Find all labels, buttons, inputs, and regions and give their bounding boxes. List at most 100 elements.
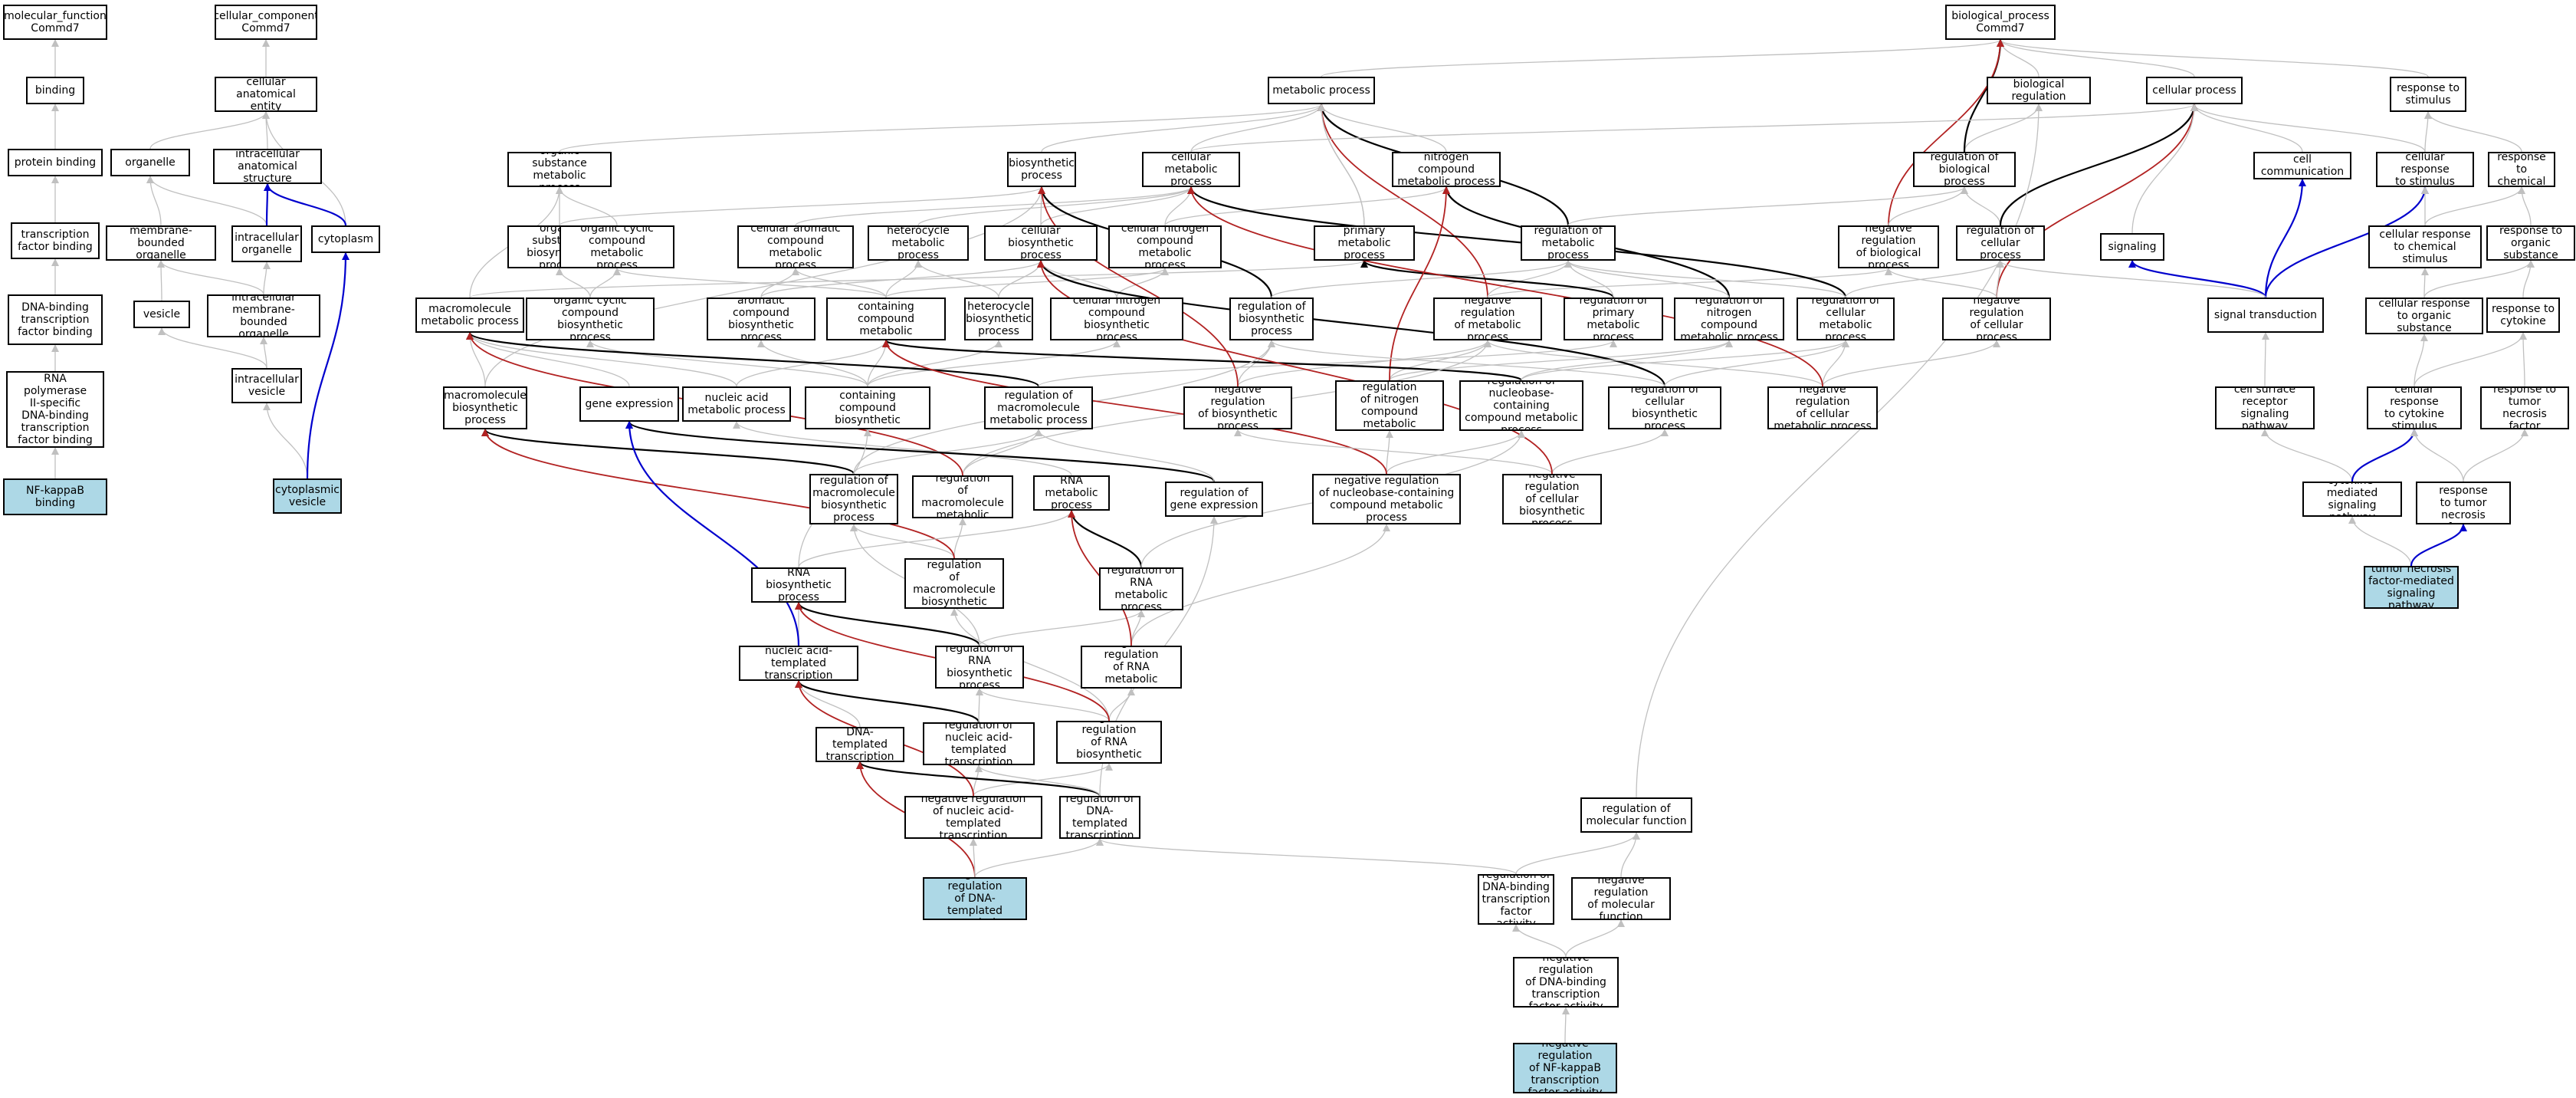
go-term-node: negative regulation of NF-kappaB transcr…	[1513, 1043, 1617, 1093]
go-term-node: response to cytokine	[2486, 298, 2560, 333]
relation-edge	[1187, 186, 1847, 298]
go-term-node: RNA polymerase II-specific DNA-binding t…	[6, 371, 104, 448]
relation-edge	[2463, 429, 2528, 482]
go-term-node: negative regulation of cellular process	[1942, 298, 2051, 340]
relation-edge	[798, 510, 1075, 568]
go-term-node: cellular nitrogen compound metabolic pro…	[1108, 225, 1222, 268]
go-term-node: cellular response to stimulus	[2376, 152, 2474, 187]
relation-edge	[1130, 610, 1145, 646]
go-term-node: NF-kappaB binding	[3, 478, 107, 515]
go-term-node: cellular response to organic substance	[2365, 298, 2483, 334]
go-term-node: negative regulation of nucleic acid-temp…	[904, 796, 1042, 839]
relation-edge	[1268, 340, 1665, 387]
relation-edge	[914, 260, 999, 298]
relation-edge	[2424, 186, 2525, 226]
go-term-node: response to stimulus	[2390, 77, 2466, 112]
relation-edge	[1321, 39, 2004, 77]
relation-edge	[589, 268, 621, 298]
go-term-node: negative regulation of biosynthetic proc…	[1183, 386, 1292, 429]
relation-edge	[1096, 838, 1517, 875]
go-term-node: negative regulation of DNA-binding trans…	[1513, 957, 1619, 1008]
go-term-node: negative regulation of nucleobase-contai…	[1312, 474, 1461, 524]
go-term-node: organic cyclic compound biosynthetic pro…	[526, 298, 655, 340]
go-term-node: regulation of nucleic acid-templated tra…	[923, 722, 1035, 765]
go-term-node: regulation of DNA-binding transcription …	[1478, 874, 1554, 925]
relation-edge	[1164, 186, 1450, 226]
relation-edge	[2519, 332, 2528, 387]
relation-edge	[2414, 332, 2527, 387]
relation-edge	[481, 428, 855, 475]
relation-edge	[1130, 524, 1390, 646]
relation-edge	[1888, 39, 2004, 226]
relation-edge	[1664, 340, 1849, 387]
go-term-node: cytokine-mediated signaling pathway	[2302, 482, 2402, 517]
relation-edge	[1035, 429, 1215, 482]
go-term-node: primary metabolic process	[1314, 225, 1415, 261]
relation-edge	[1564, 260, 1730, 298]
relation-edge	[1385, 430, 1393, 475]
go-term-node: cellular_component Commd7	[215, 5, 317, 40]
relation-edge	[2424, 111, 2522, 153]
relation-edge	[1386, 430, 1525, 475]
go-term-node: negative regulation of cellular metaboli…	[1767, 386, 1878, 429]
go-term-node: cellular biosynthetic process	[984, 225, 1098, 261]
relation-edge	[1636, 104, 2043, 798]
relation-edge	[157, 260, 264, 295]
relation-edge	[466, 332, 737, 387]
go-term-node: negative regulation of biological proces…	[1838, 225, 1939, 268]
relation-edge	[976, 688, 1110, 722]
go-term-node: intracellular organelle	[231, 225, 302, 262]
relation-edge	[1360, 260, 1615, 298]
go-term-node: biological_process Commd7	[1945, 5, 2056, 40]
relation-edge	[260, 337, 268, 369]
go-term-node: biological regulation	[1987, 77, 2091, 104]
go-term-node: organic substance metabolic process	[507, 152, 612, 187]
relation-edge	[1997, 39, 2195, 77]
go-term-node: regulation of RNA metabolic process	[1099, 567, 1183, 610]
go-term-node: nucleic acid metabolic process	[682, 386, 791, 422]
relation-edge	[1318, 104, 1488, 298]
go-term-node: negative regulation of RNA biosynthetic …	[1056, 721, 1162, 764]
relation-edge	[1038, 186, 1239, 387]
go-term-node: cellular anatomical entity	[215, 77, 317, 112]
go-term-node: cellular metabolic process	[1142, 152, 1240, 187]
relation-edge	[760, 260, 1045, 298]
go-term-node: nitrogen compound metabolic process	[1392, 152, 1501, 187]
go-term-node: metabolic process	[1268, 77, 1375, 104]
go-term-node: regulation of nitrogen compound metaboli…	[1674, 298, 1784, 340]
go-term-node: tumor necrosis factor-mediated signaling…	[2364, 566, 2459, 609]
go-term-node: gene expression	[579, 386, 679, 422]
go-term-node: signaling	[2100, 233, 2164, 261]
go-term-node: intracellular vesicle	[231, 368, 302, 403]
go-term-node: transcription factor binding	[11, 222, 100, 259]
relation-edge	[559, 186, 1045, 226]
relation-edge	[2420, 268, 2429, 298]
relation-edge	[1038, 340, 1617, 387]
go-term-node: cellular response to chemical stimulus	[2368, 225, 2482, 268]
go-term-node: organelle	[110, 149, 190, 176]
go-term-node: response to tumor necrosis factor	[2480, 386, 2569, 429]
relation-edge	[1318, 104, 1365, 226]
relation-edge	[792, 268, 887, 298]
go-term-node: heterocycle biosynthetic process	[964, 298, 1033, 340]
go-term-node: negative regulation of nitrogen compound…	[1335, 380, 1444, 431]
go-term-node: negative regulation of DNA-templated tra…	[923, 877, 1027, 920]
relation-edge	[856, 761, 1101, 797]
relation-edge	[853, 429, 1042, 475]
relation-edge	[1565, 919, 1625, 958]
relation-edge	[556, 186, 618, 226]
relation-edge	[1037, 260, 1666, 387]
relation-edge	[484, 186, 1045, 387]
relation-edge	[975, 688, 983, 723]
go-term-node: response to organic substance	[2486, 225, 2575, 261]
go-term-node: regulation of RNA biosynthetic process	[935, 646, 1024, 689]
relation-edge	[970, 838, 978, 878]
relation-edge	[1561, 1007, 1570, 1044]
relation-edge	[1521, 340, 1733, 381]
go-term-node: negative regulation of cellular biosynth…	[1502, 474, 1602, 524]
go-term-node: binding	[26, 77, 84, 104]
relation-edge	[625, 421, 800, 646]
relation-edge	[1620, 832, 1640, 878]
go-term-node: macromolecule biosynthetic process	[443, 386, 527, 429]
